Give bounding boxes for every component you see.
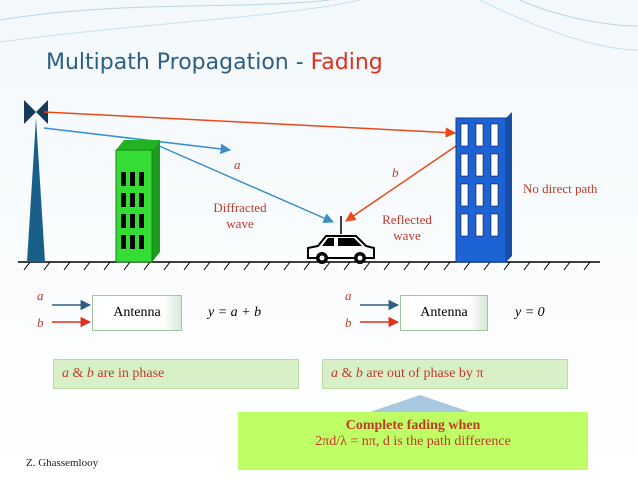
left-input-a-label: a	[37, 288, 44, 304]
left-note-mid: &	[69, 366, 87, 382]
right-note-mid: &	[338, 366, 356, 382]
left-building-icon	[116, 140, 160, 262]
reflected-line2: wave	[368, 228, 446, 244]
diffracted-line2: wave	[200, 216, 280, 232]
right-note-b: b	[356, 366, 363, 382]
reflected-line1: Reflected	[368, 212, 446, 228]
ground-line	[18, 262, 600, 270]
transmitter-tower-icon	[24, 100, 48, 262]
right-input-a-label: a	[345, 288, 352, 304]
callout-line2: 2πd/λ = nπ, d is the path difference	[238, 434, 588, 450]
left-phase-note: a & b are in phase	[53, 359, 299, 389]
left-input-b-label: b	[37, 315, 44, 331]
right-antenna-box: Antenna	[400, 295, 488, 331]
right-note-a: a	[331, 366, 338, 382]
left-note-rest: are in phase	[94, 366, 164, 382]
diffracted-wave-label: Diffracted wave	[200, 200, 280, 232]
no-direct-path-label: No direct path	[523, 181, 597, 197]
left-output-equation: y = a + b	[208, 305, 261, 321]
callout-up-arrow	[370, 395, 470, 412]
complete-fading-callout: Complete fading when 2πd/λ = nπ, d is th…	[238, 412, 588, 470]
callout-line1: Complete fading when	[238, 418, 588, 434]
label-b: b	[392, 165, 399, 181]
left-antenna-box: Antenna	[92, 295, 182, 331]
left-note-b: b	[87, 366, 94, 382]
left-note-a: a	[62, 366, 69, 382]
right-phase-note: a & b are out of phase by π	[322, 359, 568, 389]
label-a: a	[234, 157, 241, 173]
right-input-b-label: b	[345, 315, 352, 331]
right-building-icon	[456, 112, 512, 262]
upper-ray	[44, 112, 455, 133]
right-output-equation: y = 0	[515, 305, 545, 321]
right-note-rest: are out of phase by π	[363, 366, 484, 382]
car-icon	[308, 216, 374, 264]
reflected-ray-to-car	[346, 146, 456, 221]
reflected-wave-label: Reflected wave	[368, 212, 446, 244]
diffracted-line1: Diffracted	[200, 200, 280, 216]
author-credit: Z. Ghassemlooy	[26, 457, 98, 469]
